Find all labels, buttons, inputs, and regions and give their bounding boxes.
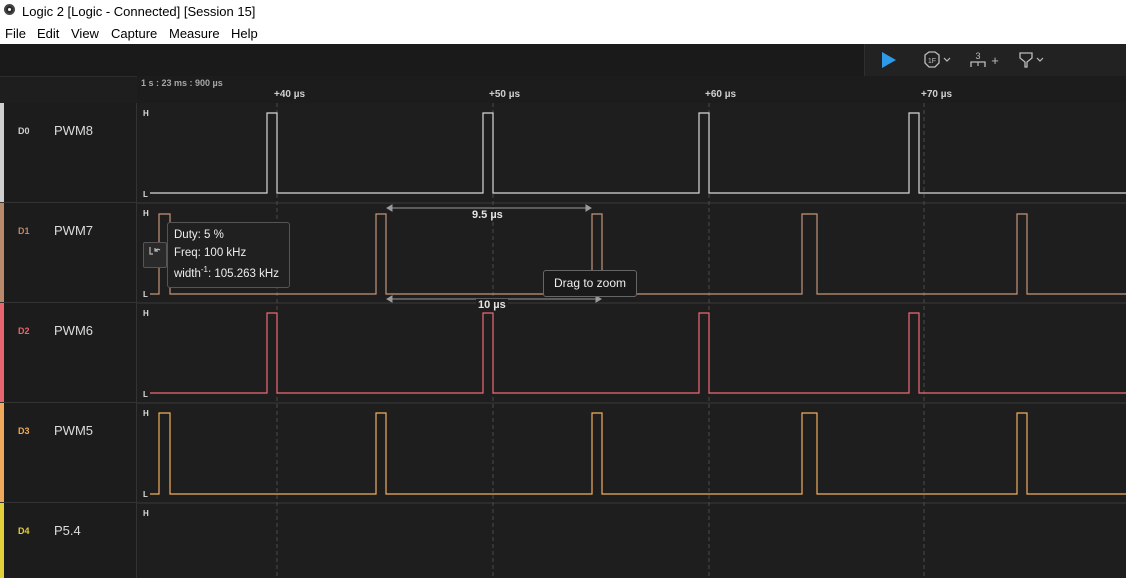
level-low-label: L bbox=[143, 390, 148, 399]
row-separators bbox=[137, 202, 1126, 504]
level-low-label: L bbox=[143, 490, 148, 499]
trigger-button[interactable]: 1F bbox=[921, 50, 955, 70]
menu-file[interactable]: File bbox=[5, 26, 26, 41]
channel-row-d0[interactable]: D0 PWM8 bbox=[0, 103, 137, 203]
menu-bar: File Edit View Capture Measure Help bbox=[0, 23, 1126, 45]
channel-row-d1[interactable]: D1 PWM7 bbox=[0, 203, 137, 303]
drag-to-zoom-tooltip: Drag to zoom bbox=[543, 270, 637, 297]
play-icon bbox=[882, 52, 896, 68]
duty-value: Duty: 5 % bbox=[174, 229, 224, 241]
start-capture-button[interactable] bbox=[877, 50, 899, 70]
channel-color-bar bbox=[0, 203, 4, 302]
menu-view[interactable]: View bbox=[71, 26, 99, 41]
app-logo-icon bbox=[4, 4, 15, 15]
capture-controls: 1F 3 + bbox=[864, 44, 1126, 76]
level-low-label: L bbox=[143, 190, 148, 199]
snap-to-edge-button[interactable] bbox=[143, 242, 167, 268]
waveform-d3 bbox=[150, 412, 1126, 495]
freq-value: Freq: 100 kHz bbox=[174, 247, 247, 259]
channel-row-d3[interactable]: D3 PWM5 bbox=[0, 403, 137, 503]
window-title: Logic 2 [Logic - Connected] [Session 15] bbox=[22, 4, 256, 19]
undo-arrow-icon bbox=[149, 247, 161, 255]
channel-color-bar bbox=[0, 503, 4, 578]
tick-label: +40 µs bbox=[274, 89, 306, 100]
level-low-label: L bbox=[143, 290, 148, 299]
tick-label: +70 µs bbox=[921, 89, 953, 100]
channel-name[interactable]: PWM5 bbox=[54, 423, 93, 438]
svg-text:+: + bbox=[991, 53, 999, 68]
menu-measure[interactable]: Measure bbox=[169, 26, 220, 41]
measurement-label-top: 9.5 µs bbox=[470, 209, 505, 221]
channel-name[interactable]: P5.4 bbox=[54, 523, 81, 538]
channel-name[interactable]: PWM6 bbox=[54, 323, 93, 338]
waveform-d1 bbox=[150, 213, 1126, 295]
marker-button[interactable] bbox=[1017, 50, 1051, 70]
waveform-canvas[interactable] bbox=[137, 103, 1126, 578]
menu-capture[interactable]: Capture bbox=[111, 26, 158, 41]
channel-name[interactable]: PWM8 bbox=[54, 123, 93, 138]
channel-row-d2[interactable]: D2 PWM6 bbox=[0, 303, 137, 403]
channel-color-bar bbox=[0, 303, 4, 402]
tick-label: +60 µs bbox=[705, 89, 737, 100]
measurement-label-bottom: 10 µs bbox=[476, 299, 508, 311]
level-high-label: H bbox=[143, 109, 149, 118]
channel-index: D4 bbox=[18, 526, 30, 536]
channel-color-bar bbox=[0, 103, 4, 202]
tick-label: +50 µs bbox=[489, 89, 521, 100]
title-bar: Logic 2 [Logic - Connected] [Session 15] bbox=[0, 0, 1126, 23]
waveform-d0 bbox=[150, 112, 1126, 194]
time-ruler[interactable]: 1 s : 23 ms : 900 µs +40 µs +50 µs +60 µ… bbox=[137, 76, 1126, 103]
channel-index: D3 bbox=[18, 426, 30, 436]
channel-list: D0 PWM8 D1 PWM7 D2 PWM6 D3 PWM5 D4 P5.4 bbox=[0, 103, 137, 578]
channel-index: D0 bbox=[18, 126, 30, 136]
channel-color-bar bbox=[0, 403, 4, 502]
svg-text:3: 3 bbox=[975, 51, 980, 61]
channel-index: D1 bbox=[18, 226, 30, 236]
trigger-icon: 1F bbox=[924, 51, 951, 68]
level-high-label: H bbox=[143, 309, 149, 318]
waveform-d2 bbox=[150, 312, 1126, 394]
marker-icon bbox=[1019, 52, 1044, 68]
level-high-label: H bbox=[143, 209, 149, 218]
level-high-label: H bbox=[143, 409, 149, 418]
toolbar: 1F 3 + bbox=[0, 44, 1126, 77]
channel-row-d4[interactable]: D4 P5.4 bbox=[0, 503, 137, 578]
measure-icon: 3 + bbox=[970, 51, 999, 68]
measurement-arrows bbox=[386, 204, 602, 303]
pulse-info-popup: Duty: 5 % Freq: 100 kHz width-1: 105.263… bbox=[167, 222, 290, 288]
waveform-area[interactable]: H L H L H L H L H bbox=[137, 103, 1126, 578]
time-gridlines bbox=[276, 103, 925, 578]
menu-edit[interactable]: Edit bbox=[37, 26, 60, 41]
ruler-origin: 1 s : 23 ms : 900 µs bbox=[141, 78, 223, 88]
measure-button[interactable]: 3 + bbox=[969, 50, 1003, 70]
level-high-label: H bbox=[143, 509, 149, 518]
svg-text:1F: 1F bbox=[928, 58, 936, 65]
menu-help[interactable]: Help bbox=[231, 26, 258, 41]
width-value: width-1: 105.263 kHz bbox=[174, 265, 279, 280]
channel-index: D2 bbox=[18, 326, 30, 336]
channel-name[interactable]: PWM7 bbox=[54, 223, 93, 238]
